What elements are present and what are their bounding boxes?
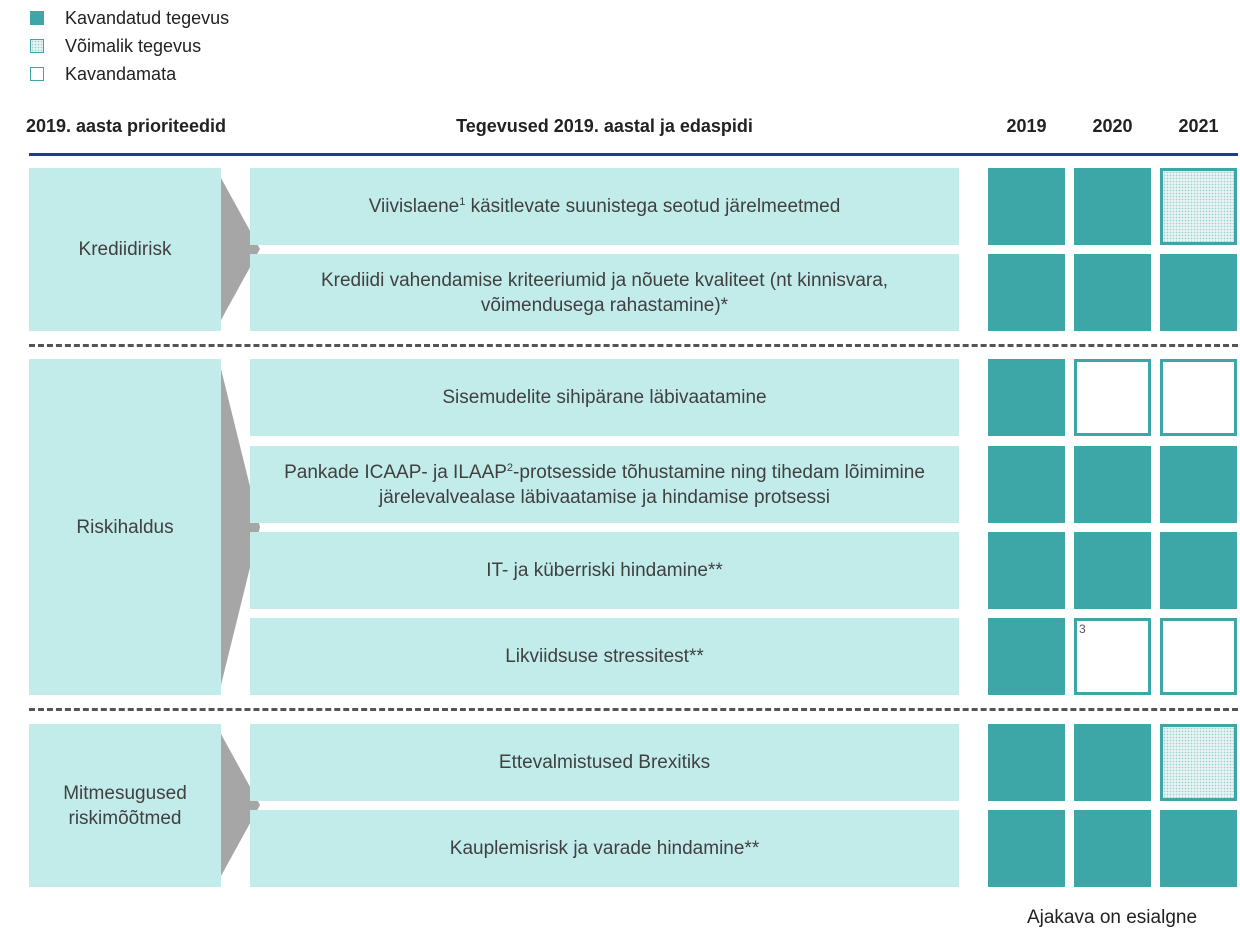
header-year-2019: 2019 xyxy=(1006,116,1047,136)
legend-swatch-possible xyxy=(30,39,44,53)
legend-swatch-planned xyxy=(30,11,44,25)
priority-riskihaldus: Riskihaldus xyxy=(29,359,221,695)
legend-item-none: Kavandamata xyxy=(30,63,176,85)
activity-row: Likviidsuse stressitest** xyxy=(250,618,959,695)
activity-row: Kauplemisrisk ja varade hindamine** xyxy=(250,810,959,887)
legend-label: Kavandatud tegevus xyxy=(65,7,230,28)
activity-row: Pankade ICAAP- ja ILAAP2-protsesside tõh… xyxy=(250,446,959,523)
status-cell-planned xyxy=(1074,168,1151,245)
status-cell-planned xyxy=(1074,532,1151,609)
status-cell-planned xyxy=(1074,254,1151,331)
status-cell-planned xyxy=(1074,724,1151,801)
status-cell-planned xyxy=(988,810,1065,887)
status-cell-planned xyxy=(1160,446,1237,523)
status-cell-none xyxy=(1160,359,1237,436)
schedule-note: Ajakava on esialgne xyxy=(1026,907,1198,928)
status-cell-planned xyxy=(988,618,1065,695)
status-cell-planned xyxy=(1160,810,1237,887)
header-priorities: 2019. aasta prioriteedid xyxy=(25,116,227,136)
arrow-icon xyxy=(221,734,260,876)
legend-item-planned: Kavandatud tegevus xyxy=(30,7,229,29)
footnote-marker: 3 xyxy=(1079,622,1086,636)
status-cell-none xyxy=(1160,618,1237,695)
group-separator xyxy=(29,708,1238,711)
status-cell-planned xyxy=(988,359,1065,436)
legend-label: Võimalik tegevus xyxy=(65,35,202,56)
legend-item-possible: Võimalik tegevus xyxy=(30,35,201,57)
status-cell-planned xyxy=(1160,254,1237,331)
header-divider xyxy=(29,153,1238,156)
legend-label: Kavandamata xyxy=(65,63,177,84)
activity-row: Ettevalmistused Brexitiks xyxy=(250,724,959,801)
header-year-2021: 2021 xyxy=(1178,116,1219,136)
status-cell-planned xyxy=(988,446,1065,523)
header-year-2020: 2020 xyxy=(1092,116,1133,136)
status-cell-none xyxy=(1074,359,1151,436)
status-cell-planned xyxy=(1160,532,1237,609)
group-separator xyxy=(29,344,1238,347)
status-cell-planned xyxy=(988,254,1065,331)
activity-row: IT- ja küberriski hindamine** xyxy=(250,532,959,609)
header-activities: Tegevused 2019. aastal ja edaspidi xyxy=(456,116,753,136)
legend-swatch-none xyxy=(30,67,44,81)
priority-mitmesugused: Mitmesugused riskimõõtmed xyxy=(29,724,221,887)
activity-row: Krediidi vahendamise kriteeriumid ja nõu… xyxy=(250,254,959,331)
status-cell-planned xyxy=(988,724,1065,801)
status-cell-planned xyxy=(988,532,1065,609)
status-cell-none: 3 xyxy=(1074,618,1151,695)
status-cell-planned xyxy=(1074,446,1151,523)
status-cell-possible xyxy=(1160,724,1237,801)
status-cell-planned xyxy=(1074,810,1151,887)
arrow-icon xyxy=(221,178,260,320)
activity-row: Viivislaene1 käsitlevate suunistega seot… xyxy=(250,168,959,245)
priority-krediidirisk: Krediidirisk xyxy=(29,168,221,331)
status-cell-planned xyxy=(988,168,1065,245)
arrow-icon xyxy=(221,369,260,685)
status-cell-possible xyxy=(1160,168,1237,245)
activity-row: Sisemudelite sihipärane läbivaatamine xyxy=(250,359,959,436)
